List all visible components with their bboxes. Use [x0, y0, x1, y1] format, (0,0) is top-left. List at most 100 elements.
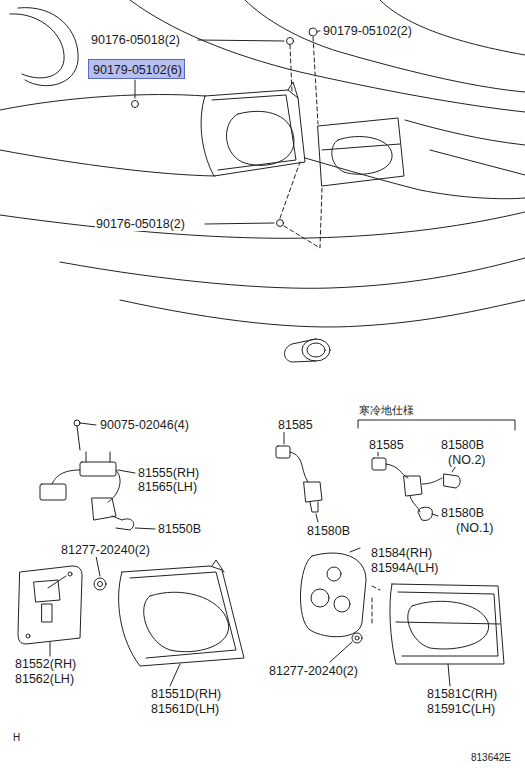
socket-wire [112, 516, 134, 530]
part-number: 81550B [157, 522, 202, 536]
gasket [300, 553, 366, 637]
socket-wire [404, 476, 422, 496]
socket-wire [444, 474, 460, 488]
leader-line [432, 514, 438, 516]
gasket [34, 580, 60, 602]
leader-line [330, 642, 352, 662]
socket-wire [86, 452, 110, 462]
grommet [94, 578, 106, 590]
leader-line [50, 548, 450, 686]
gasket [48, 576, 66, 588]
leader-line [80, 423, 96, 425]
part-number: 90075-02046(4) [99, 418, 190, 432]
car-body [18, 8, 78, 86]
leader-line [372, 586, 380, 590]
outer-lamp [144, 592, 229, 652]
gasket [42, 604, 52, 622]
car-body [0, 150, 215, 176]
part-number: 81585 [277, 418, 314, 432]
inner-lamp [390, 584, 504, 664]
leader-line [284, 432, 285, 444]
highlighted-part-number: 90179-05102(6) [88, 59, 185, 79]
part-number: 81277-20240(2) [60, 543, 151, 557]
car-body [0, 95, 205, 110]
outer-tail-lamp [226, 111, 294, 165]
exhaust-pipe [285, 339, 331, 362]
part-number: 81594A(LH) [370, 561, 439, 575]
socket-wire [310, 502, 318, 512]
part-number: 81551D(RH) [150, 687, 222, 701]
grommet [352, 633, 362, 643]
part-number: 81565(LH) [137, 480, 198, 494]
exhaust-pipe [307, 343, 325, 357]
part-number: 81277-20240(2) [268, 664, 359, 678]
car-body [60, 258, 525, 288]
leader-line [135, 528, 155, 529]
part-number: 81555(RH) [137, 466, 200, 480]
drawing-code: 813642E [470, 752, 512, 764]
car-body [405, 120, 525, 145]
car-body [245, 0, 525, 92]
leader-line [96, 556, 100, 576]
grommet [94, 578, 106, 590]
socket-wire [80, 462, 116, 476]
outer-lamp [119, 560, 244, 666]
gasket [311, 589, 329, 607]
part-number: 81585 [368, 438, 405, 452]
nut [309, 28, 317, 36]
outer-tail-lamp [212, 95, 296, 170]
part-number: 90179-05102(2) [322, 24, 413, 38]
nut [132, 101, 139, 108]
nut [287, 38, 294, 45]
outer-tail-lamp [201, 90, 305, 176]
part-number: 81591C(LH) [426, 702, 496, 716]
leader-line [135, 80, 136, 98]
leader-line [170, 664, 180, 686]
car-body [0, 212, 525, 238]
leader-line [280, 162, 300, 218]
leader-line [205, 223, 274, 224]
part-number: 90179-05102(6) [93, 63, 180, 77]
inner-tail-lamp [318, 118, 404, 186]
gasket [300, 553, 366, 637]
socket-wire [418, 507, 432, 520]
leader-line [198, 40, 284, 41]
socket-wire [92, 498, 116, 520]
leader-line [318, 31, 320, 32]
leader-line [290, 45, 292, 92]
inner-lamp [408, 601, 489, 649]
grommet [355, 636, 359, 640]
gasket [68, 572, 72, 576]
exhaust-pipe [302, 339, 330, 361]
car-body [10, 14, 64, 78]
gasket [327, 567, 341, 581]
part-number: (NO.1) [455, 521, 495, 535]
part-number: 81580B [440, 506, 485, 520]
leader-line [372, 598, 373, 624]
outer-lamp [130, 572, 236, 658]
part-number: 81584(RH) [370, 546, 433, 560]
leader-line [448, 664, 450, 686]
outer-tail-lamp [288, 82, 298, 98]
socket-wire [304, 482, 322, 502]
socket-wire [372, 458, 386, 470]
socket-wire [290, 452, 308, 482]
bracket [358, 420, 515, 430]
grommet [98, 582, 103, 587]
car-body [0, 0, 525, 327]
car-body [305, 158, 525, 199]
exhaust-pipe [285, 339, 317, 362]
socket-wire [52, 470, 80, 484]
socket-wire [77, 426, 80, 450]
socket-wire [276, 446, 322, 512]
leader-line [284, 432, 318, 522]
part-number: 81561D(LH) [150, 702, 220, 716]
inner-lamp [396, 622, 500, 624]
inner-tail-lamp [318, 118, 404, 186]
outer-lamp [119, 566, 244, 666]
part-number: 81552(RH) [14, 657, 77, 671]
part-number: 81580B [440, 438, 485, 452]
inner-tail-lamp [332, 136, 392, 174]
